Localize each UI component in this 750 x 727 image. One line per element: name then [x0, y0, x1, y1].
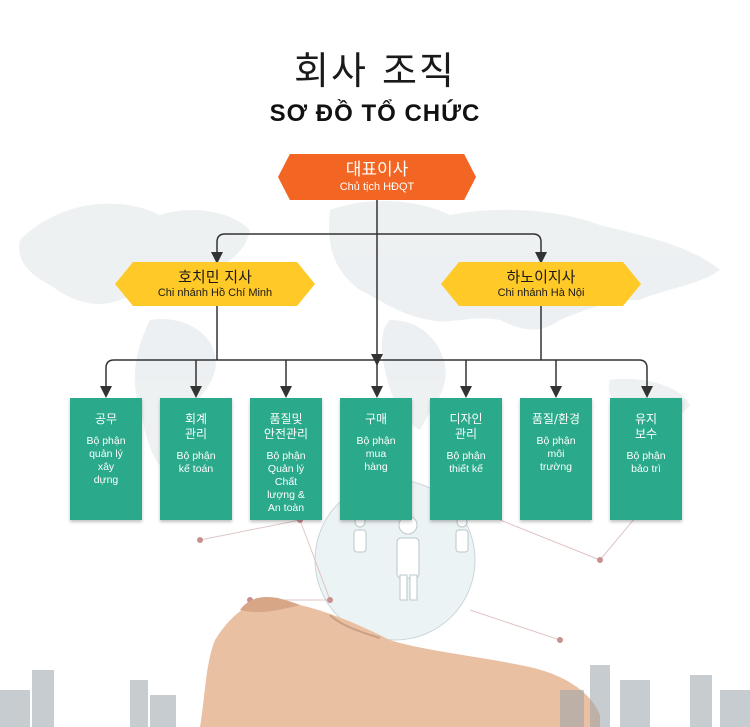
ceo-box: 대표이사 Chủ tịch HĐQT — [278, 154, 476, 200]
branch-hcm-korean: 호치민 지사 — [178, 268, 252, 286]
connector-dept-bus — [100, 359, 115, 398]
branch-hanoi-box: 하노이지사 Chi nhánh Hà Nội — [441, 262, 641, 306]
ceo-vietnamese: Chủ tịch HĐQT — [339, 181, 415, 193]
dept-accounting: 회계 관리 Bộ phận kế toán — [160, 398, 232, 520]
hand-icon — [200, 597, 600, 727]
people-icon — [353, 515, 469, 601]
dept-vietnamese: Bộ phận mua hàng — [356, 435, 396, 473]
branch-hanoi-vietnamese: Chi nhánh Hà Nội — [497, 287, 585, 299]
branch-hcm-vietnamese: Chi nhánh Hồ Chí Minh — [157, 287, 273, 299]
dept-korean: 공무 — [94, 412, 118, 426]
dept-vietnamese: Bộ phận quản lý xây dựng — [86, 435, 126, 486]
dept-korean: 디자인 관리 — [449, 412, 483, 441]
ceo-korean: 대표이사 — [345, 160, 409, 180]
dept-vietnamese: Bộ phận bảo trì — [626, 450, 666, 475]
connector-to-hcm — [211, 233, 377, 264]
dept-design: 디자인 관리 Bộ phận thiết kế — [430, 398, 502, 520]
dept-vietnamese: Bộ phận kế toán — [176, 450, 216, 475]
dept-vietnamese: Bộ phận môi trường — [536, 435, 576, 473]
title-vietnamese: SƠ ĐỒ TỔ CHỨC — [269, 100, 481, 127]
dept-korean: 유지 보수 — [634, 412, 658, 441]
dept-korean: 회계 관리 — [184, 412, 208, 441]
title-korean: 회사 조직 — [294, 49, 456, 93]
dept-maintenance: 유지 보수 Bộ phận bảo trì — [610, 398, 682, 520]
connector-to-hn — [377, 233, 547, 264]
branch-hanoi-korean: 하노이지사 — [506, 268, 576, 286]
city-skyline-icon — [0, 665, 750, 727]
dept-purchasing: 구매 Bộ phận mua hàng — [340, 398, 412, 520]
dept-construction: 공무 Bộ phận quản lý xây dựng — [70, 398, 142, 520]
dept-korean: 품질/환경 — [531, 412, 581, 426]
dept-korean: 구매 — [364, 412, 388, 426]
dept-environment: 품질/환경 Bộ phận môi trường — [520, 398, 592, 520]
dept-korean: 품질및 안전관리 — [263, 412, 309, 441]
branch-hcm-box: 호치민 지사 Chi nhánh Hồ Chí Minh — [115, 262, 315, 306]
dept-quality-safety: 품질및 안전관리 Bộ phận Quản lý Chất lượng & An… — [250, 398, 322, 520]
dept-vietnamese: Bộ phận Quản lý Chất lượng & An toàn — [266, 450, 306, 514]
dept-vietnamese: Bộ phận thiết kế — [446, 450, 486, 475]
